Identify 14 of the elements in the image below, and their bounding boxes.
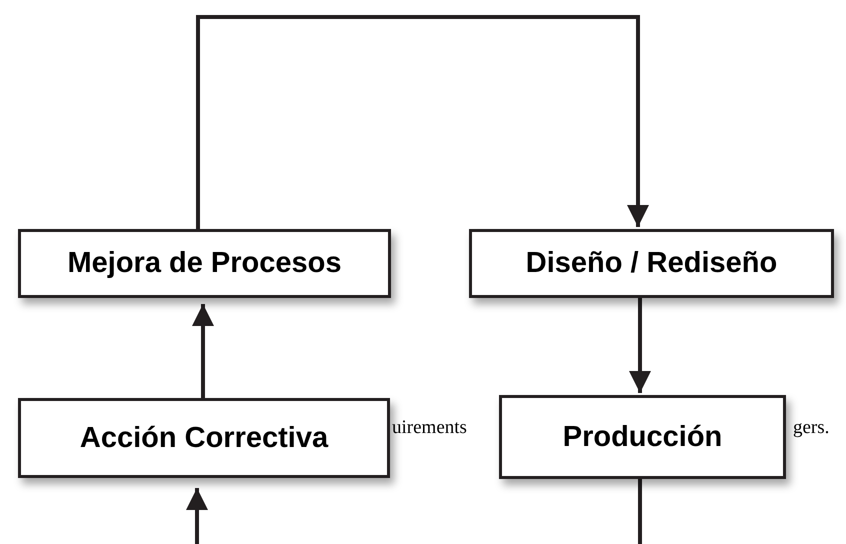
box-label: Diseño / Rediseño xyxy=(526,247,778,280)
arrow xyxy=(192,304,214,398)
process-box xyxy=(18,398,390,478)
arrow xyxy=(186,488,208,544)
box-label: Mejora de Procesos xyxy=(68,247,342,280)
box-label: Producción xyxy=(562,420,722,454)
process-box xyxy=(499,395,786,479)
process-box xyxy=(469,229,834,298)
box-label: Acción Correctiva xyxy=(80,422,328,454)
text-fragment: uirements xyxy=(392,417,467,439)
process-box xyxy=(18,229,391,298)
arrow xyxy=(196,15,649,229)
arrow xyxy=(629,298,651,393)
text-fragment: gers. xyxy=(793,417,830,439)
